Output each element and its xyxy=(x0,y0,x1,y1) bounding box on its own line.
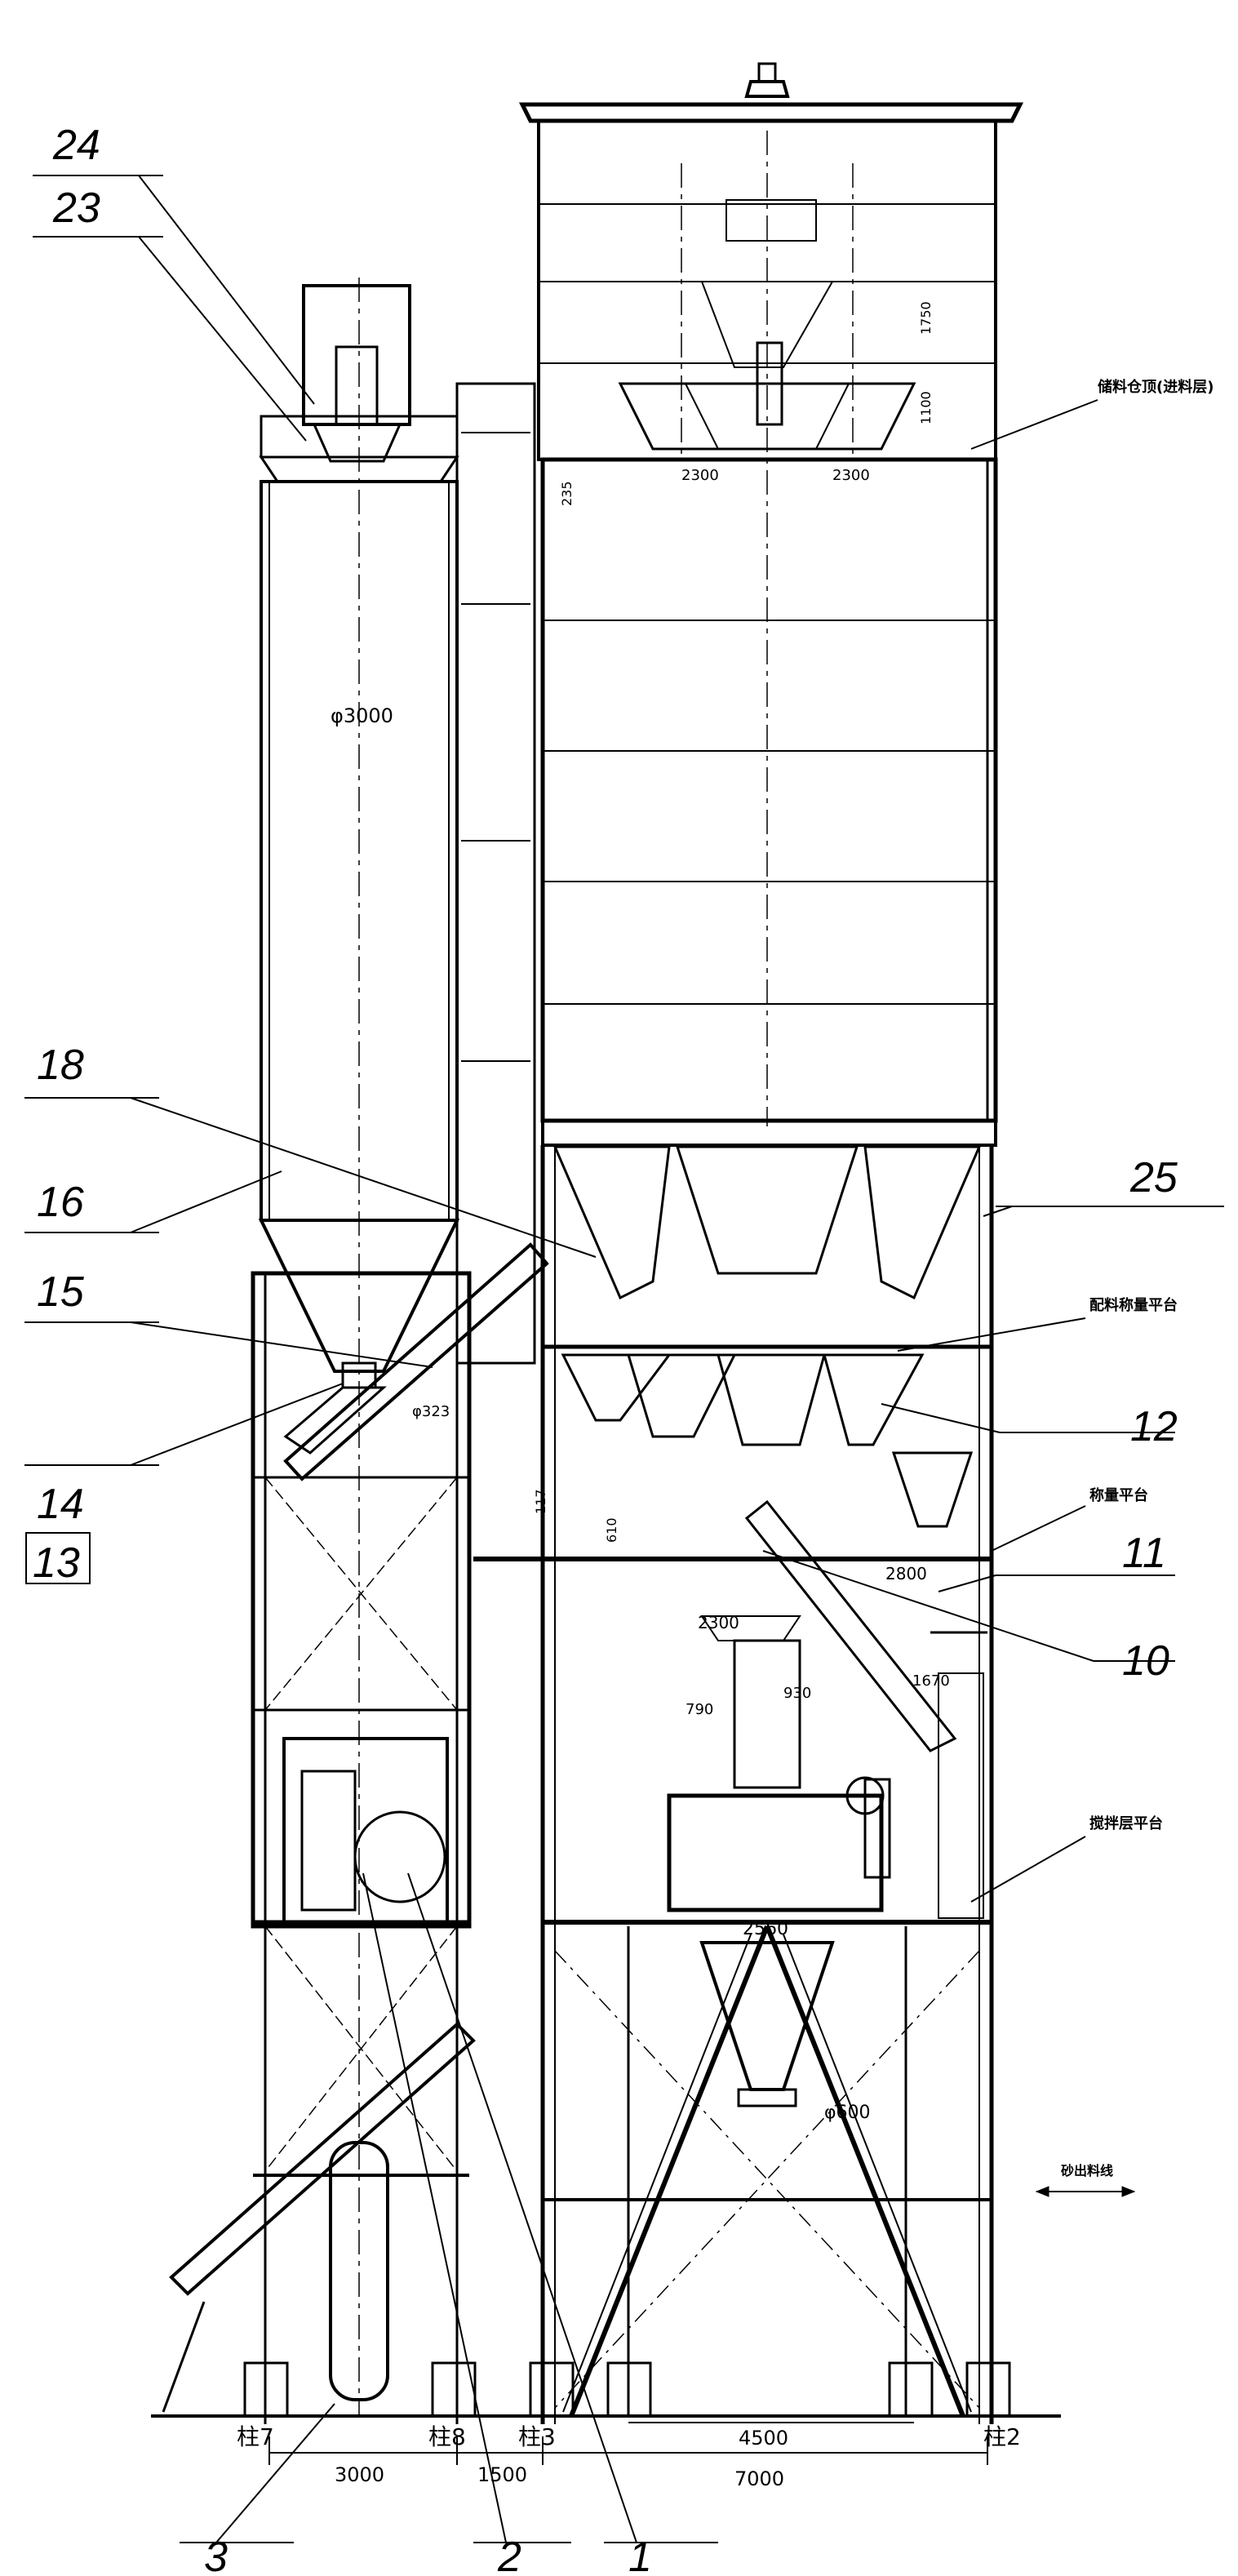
ground-and-footings xyxy=(151,2186,1136,2465)
storage-bin xyxy=(518,62,1024,1126)
note-bin-top: 储料仓顶(进料层) xyxy=(1097,378,1214,396)
column-label-8: 柱8 xyxy=(428,2423,466,2450)
dim-1750: 1750 xyxy=(918,301,934,335)
dim-235: 235 xyxy=(559,481,575,506)
dim-117: 117 xyxy=(533,1489,548,1514)
note-batching-platform: 配料称量平台 xyxy=(1089,1296,1178,1314)
dim-2300-left: 2300 xyxy=(681,467,719,484)
dim-7000-bottom: 7000 xyxy=(734,2467,784,2490)
dim-phi3000-silo: φ3000 xyxy=(331,704,393,727)
callout-24: 24 xyxy=(52,122,100,169)
callout-1: 1 xyxy=(628,2534,652,2576)
callout-23: 23 xyxy=(52,184,100,232)
dim-3000-bottom: 3000 xyxy=(335,2463,384,2486)
dim-1500-bottom: 1500 xyxy=(477,2463,527,2486)
dim-2800: 2800 xyxy=(885,1564,927,1583)
dim-phi323: φ323 xyxy=(412,1403,450,1420)
callout-13: 13 xyxy=(33,1539,80,1587)
callout-18: 18 xyxy=(37,1042,84,1089)
callout-15: 15 xyxy=(37,1268,85,1316)
cement-silo xyxy=(258,278,549,2416)
callout-2: 2 xyxy=(497,2534,521,2576)
callout-leaders xyxy=(24,175,1224,2543)
note-sand-outlet: 砂出料线 xyxy=(1061,2163,1113,2178)
callout-12: 12 xyxy=(1130,1403,1178,1450)
callout-3: 3 xyxy=(204,2534,228,2576)
dim-2300-mid: 2300 xyxy=(698,1613,739,1632)
callout-16: 16 xyxy=(37,1179,84,1226)
notes: 储料仓顶(进料层) 配料称量平台 称量平台 搅拌层平台 砂出料线 xyxy=(897,378,1214,2178)
dim-2300-right: 2300 xyxy=(832,467,870,484)
callout-25: 25 xyxy=(1129,1154,1178,1201)
note-mixer-platform: 搅拌层平台 xyxy=(1089,1814,1163,1832)
callout-11: 11 xyxy=(1122,1530,1166,1577)
column-label-7: 柱7 xyxy=(237,2423,274,2450)
dim-1670: 1670 xyxy=(912,1672,950,1690)
column-labels: 柱7 柱8 柱3 柱2 xyxy=(237,2423,1021,2450)
callout-10: 10 xyxy=(1122,1637,1169,1685)
column-label-3: 柱3 xyxy=(518,2423,556,2450)
main-frame xyxy=(473,1119,997,2424)
dim-phi600: φ600 xyxy=(824,2103,871,2123)
callout-numbers: 24 23 18 16 15 14 13 25 12 11 10 1 2 3 xyxy=(33,122,1178,2576)
dim-4500-bottom: 4500 xyxy=(739,2427,788,2449)
dim-610: 610 xyxy=(604,1517,619,1543)
column-label-2: 柱2 xyxy=(983,2423,1021,2450)
dim-1100: 1100 xyxy=(918,391,934,424)
callout-14: 14 xyxy=(37,1481,84,1528)
dimension-labels: 3000 1500 7000 4500 2300 2300 1750 1100 … xyxy=(331,301,950,2490)
note-weighing-platform: 称量平台 xyxy=(1089,1486,1148,1504)
dim-790: 790 xyxy=(686,1701,713,1718)
dim-930: 930 xyxy=(783,1685,811,1702)
left-frame xyxy=(162,382,536,2424)
dim-2560: 2560 xyxy=(743,1919,788,1939)
